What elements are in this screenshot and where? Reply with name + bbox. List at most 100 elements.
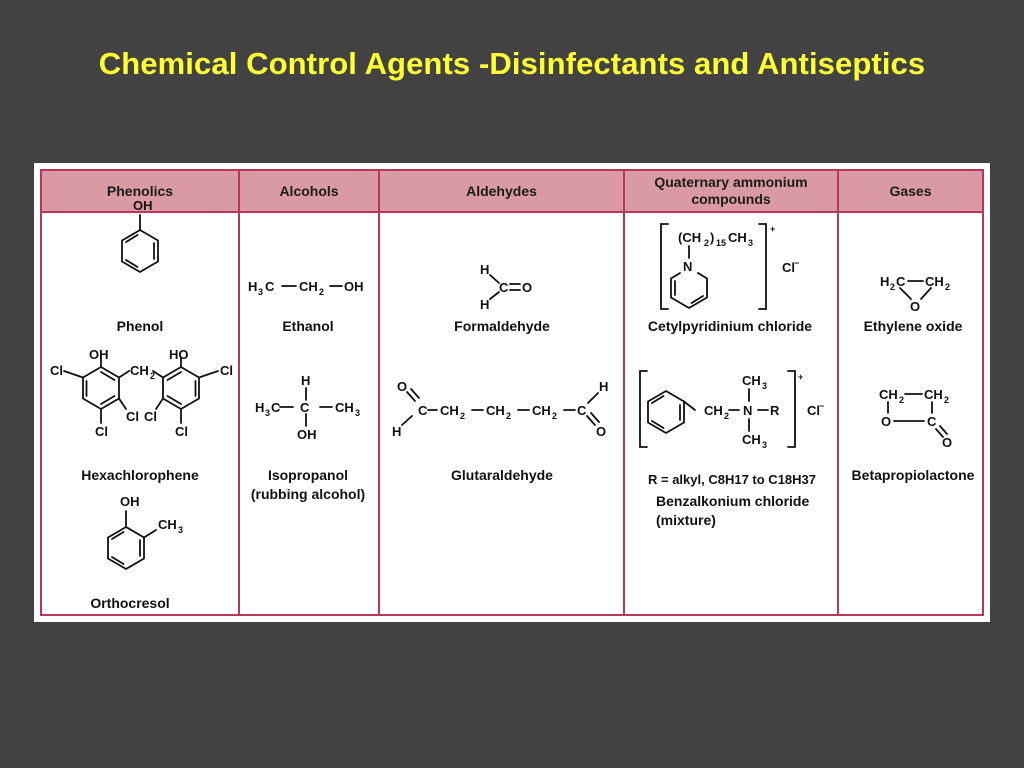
column-divider [837,171,839,614]
svg-text:3: 3 [762,381,767,391]
label-cetylpyridinium: Cetylpyridinium chloride [648,318,812,334]
figure-frame: Phenolics Alcohols Aldehydes Quaternary … [34,163,990,622]
disinfectant-table: Phenolics Alcohols Aldehydes Quaternary … [40,169,984,616]
table-header-row [42,171,982,213]
svg-text:O: O [596,424,606,439]
svg-text:OH: OH [120,494,140,509]
svg-text:Cl: Cl [95,424,108,439]
svg-text:CH: CH [879,387,898,402]
svg-text:CH: CH [130,363,149,378]
svg-text:2: 2 [319,287,324,297]
svg-text:CH: CH [742,432,761,447]
header-quaternary-line1: Quaternary ammonium [654,174,808,190]
svg-text:H: H [248,279,257,294]
chemical-structures: OH OH HO Cl Cl CH2 Cl Cl Cl Cl OH CH3 H3… [50,198,975,611]
svg-text:): ) [710,230,714,245]
svg-text:15: 15 [716,238,726,248]
glutaraldehyde-structure [401,388,600,426]
svg-text:O: O [910,299,920,314]
svg-text:HO: HO [169,347,189,362]
svg-text:C: C [927,414,937,429]
header-phenolics: Phenolics [106,182,174,199]
svg-text:CH: CH [335,400,354,415]
svg-text:+: + [798,372,803,382]
betapropiolactone-structure [887,393,948,438]
svg-text:H: H [599,379,608,394]
svg-text:Cl: Cl [126,409,139,424]
svg-text:2: 2 [552,411,557,421]
label-ethylene-oxide: Ethylene oxide [864,318,963,334]
svg-text:2: 2 [460,411,465,421]
svg-text:CH: CH [486,403,505,418]
svg-text:C: C [418,403,428,418]
svg-text:OH: OH [344,279,364,294]
svg-text:C: C [896,274,906,289]
svg-text:2: 2 [506,411,511,421]
svg-text:C: C [300,400,310,415]
label-formaldehyde: Formaldehyde [454,318,550,334]
svg-text:OH: OH [89,347,109,362]
label-ethanol: Ethanol [282,318,333,334]
svg-text:CH: CH [299,279,318,294]
column-divider [378,171,380,614]
svg-text:C: C [265,279,275,294]
svg-text:H: H [392,424,401,439]
label-orthocresol: Orthocresol [90,595,169,611]
formaldehyde-structure [489,274,521,300]
svg-text:CH: CH [158,517,177,532]
svg-text:Cl: Cl [807,403,820,418]
svg-text:+: + [770,224,775,234]
svg-text:2: 2 [724,411,729,421]
svg-text:CH: CH [704,403,723,418]
header-quaternary-ammonium: Quaternary ammonium compounds [625,171,837,211]
label-isopropanol-note: (rubbing alcohol) [251,486,365,502]
svg-text:CH: CH [742,373,761,388]
svg-text:H: H [480,297,489,312]
label-benzalkonium: Benzalkonium chloride [656,493,809,509]
svg-text:R: R [770,403,780,418]
svg-text:C: C [271,400,281,415]
svg-text:H: H [880,274,889,289]
svg-text:OH: OH [133,198,153,213]
svg-text:H: H [480,262,489,277]
svg-text:−: − [794,258,799,268]
svg-text:N: N [743,403,752,418]
svg-text:Cl: Cl [782,260,795,275]
hexachlorophene-structure [63,356,219,424]
column-divider [238,171,240,614]
svg-text:3: 3 [762,440,767,450]
svg-text:O: O [881,414,891,429]
svg-text:C: C [577,403,587,418]
svg-text:H: H [301,373,310,388]
svg-text:Cl: Cl [175,424,188,439]
phenol-structure [121,214,159,274]
label-betapropiolactone: Betapropiolactone [852,467,975,483]
svg-text:2: 2 [899,395,904,405]
svg-text:CH: CH [532,403,551,418]
svg-text:2: 2 [150,371,155,381]
svg-text:O: O [522,280,532,295]
svg-text:2: 2 [945,282,950,292]
svg-text:O: O [942,435,952,450]
svg-text:O: O [397,379,407,394]
svg-text:CH: CH [925,274,944,289]
header-alcohols: Alcohols [279,182,339,199]
svg-text:−: − [819,401,824,411]
svg-text:(CH: (CH [678,230,701,245]
label-glutaraldehyde: Glutaraldehyde [451,467,553,483]
svg-text:3: 3 [265,408,270,418]
svg-text:Cl: Cl [144,409,157,424]
label-phenol: Phenol [117,318,164,334]
svg-text:H: H [255,400,264,415]
svg-text:2: 2 [704,238,709,248]
label-isopropanol: Isopropanol [268,467,348,483]
svg-text:CH: CH [440,403,459,418]
svg-text:2: 2 [944,395,949,405]
svg-text:Cl: Cl [220,363,233,378]
cetylpyridinium-structure [660,223,767,310]
svg-text:3: 3 [355,408,360,418]
header-gases: Gases [889,182,932,199]
label-hexachlorophene: Hexachlorophene [81,467,199,483]
svg-text:CH: CH [728,230,747,245]
